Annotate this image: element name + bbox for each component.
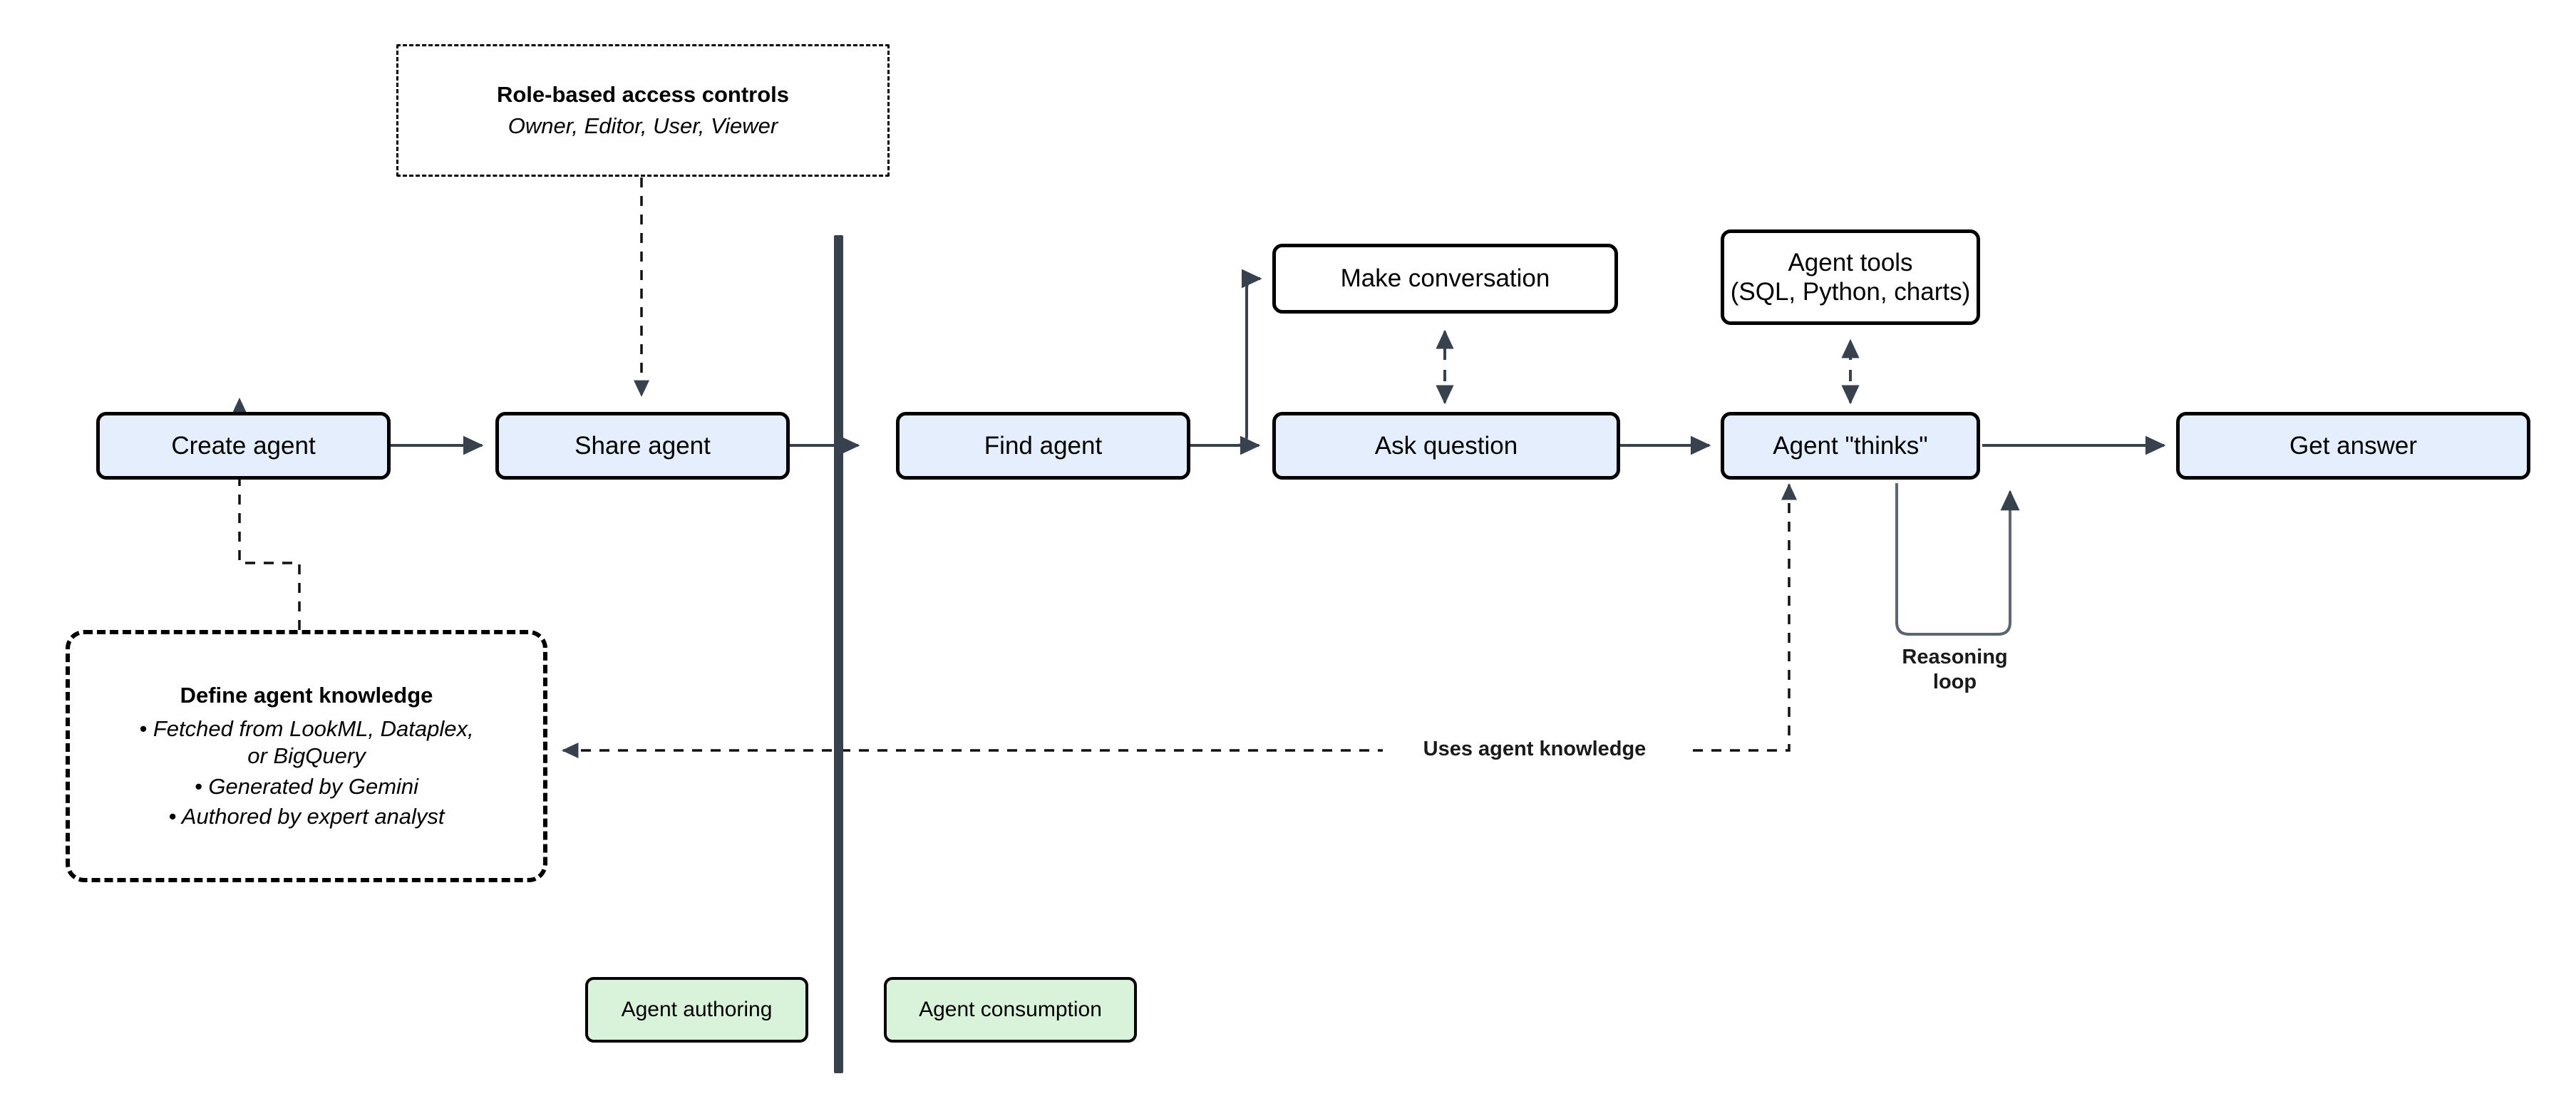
- lane-divider: [834, 235, 843, 1073]
- node-share-agent[interactable]: Share agent: [495, 412, 790, 480]
- knowledge-note-title: Define agent knowledge: [180, 683, 433, 708]
- node-agent-tools[interactable]: Agent tools (SQL, Python, charts): [1721, 229, 1980, 325]
- rbac-note-title: Role-based access controls: [496, 82, 790, 107]
- lane-label-agent-consumption[interactable]: Agent consumption: [884, 977, 1137, 1043]
- edge-reasoning-loop: [1895, 483, 2020, 636]
- node-create-agent[interactable]: Create agent: [96, 412, 391, 480]
- knowledge-note-bullet-2: • Generated by Gemini: [194, 773, 419, 799]
- node-agent-thinks[interactable]: Agent "thinks": [1721, 412, 1980, 480]
- note-define-agent-knowledge: Define agent knowledge • Fetched from Lo…: [66, 630, 547, 882]
- edge-label-uses-agent-knowledge: Uses agent knowledge: [1383, 735, 1686, 763]
- knowledge-note-bullet-1: • Fetched from LookML, Dataplex, or BigQ…: [139, 716, 474, 768]
- node-get-answer[interactable]: Get answer: [2176, 412, 2530, 480]
- edge-find-to-make-conversation: [1190, 269, 1262, 447]
- note-role-based-access-controls: Role-based access controls Owner, Editor…: [396, 44, 890, 177]
- edge-uses-agent-knowledge: [561, 482, 1798, 759]
- node-make-conversation[interactable]: Make conversation: [1272, 244, 1618, 314]
- lane-label-agent-authoring[interactable]: Agent authoring: [585, 977, 808, 1043]
- edge-knowledge-to-create: [231, 397, 301, 630]
- node-find-agent[interactable]: Find agent: [896, 412, 1190, 480]
- knowledge-note-bullet-3: • Authored by expert analyst: [168, 803, 445, 829]
- rbac-note-subtitle: Owner, Editor, User, Viewer: [508, 113, 778, 138]
- edge-label-reasoning-loop: Reasoning loop: [1882, 645, 2028, 695]
- node-ask-question[interactable]: Ask question: [1272, 412, 1620, 480]
